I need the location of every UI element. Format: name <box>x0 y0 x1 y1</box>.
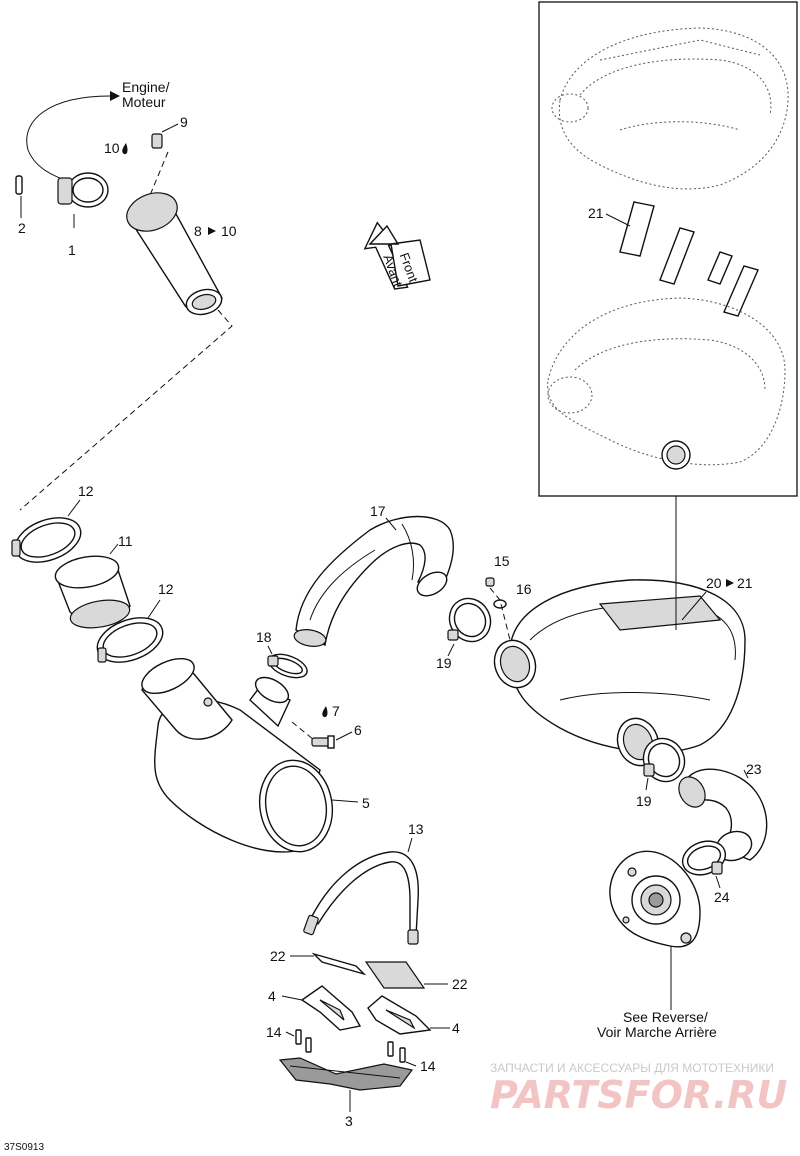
retaining-strap <box>303 851 419 945</box>
inset-box: 21 <box>538 1 798 497</box>
callout-14-left: 14 <box>266 1024 282 1040</box>
callout-4-right: 4 <box>452 1020 460 1036</box>
watermark-tagline: ЗАПЧАСТИ И АКСЕССУАРЫ ДЛЯ МОТОТЕХНИКИ <box>490 1061 774 1075</box>
watermark-brand: PARTSFOR.RU <box>490 1073 788 1117</box>
support-bracket-left <box>300 985 362 1031</box>
callout-4-left: 4 <box>268 988 276 1004</box>
drain-plug <box>311 735 335 749</box>
callout-16: 16 <box>516 581 532 597</box>
callout-18: 18 <box>256 629 272 645</box>
callout-1: 1 <box>68 242 76 258</box>
sensor <box>151 133 163 149</box>
screws-right <box>387 1041 406 1063</box>
callout-14-right: 14 <box>420 1058 436 1074</box>
washer <box>493 599 507 609</box>
muffler <box>141 657 334 853</box>
exhaust-outlet-flange <box>609 850 701 948</box>
callout-19-lower: 19 <box>636 793 652 809</box>
loctite-drop-icon <box>122 143 128 155</box>
callout-8: 8 <box>194 223 202 239</box>
support-bracket-right <box>367 995 432 1035</box>
exhaust-clamp-lower <box>96 617 164 663</box>
callout-11: 11 <box>118 533 133 549</box>
reference-arrow-icon <box>208 227 216 235</box>
base-plate <box>278 1057 414 1091</box>
callout-13: 13 <box>408 821 424 837</box>
callout-5: 5 <box>362 795 370 811</box>
callout-22-right: 22 <box>452 976 468 992</box>
resonator-muffler <box>493 579 746 767</box>
callout-7: 7 <box>332 703 340 719</box>
hose-clamp <box>267 653 308 679</box>
screws-left <box>295 1029 312 1053</box>
outlet-clamp <box>681 840 727 876</box>
inset-muffler-top <box>551 27 789 190</box>
rubber-pad-left <box>311 952 367 976</box>
callout-21: 21 <box>588 205 604 221</box>
callout-12-upper: 12 <box>78 483 94 499</box>
engine-label-line2: Moteur <box>122 94 166 110</box>
callout-15: 15 <box>494 553 510 569</box>
v-band-clamp <box>57 172 109 228</box>
see-reverse-line1: See Reverse/ <box>623 1009 708 1025</box>
loctite-drop-icon <box>322 706 328 718</box>
rubber-pad-right <box>364 961 426 989</box>
engine-direction-arrow <box>26 91 120 181</box>
engine-label-line1: Engine/ <box>122 79 170 95</box>
callout-20: 20 <box>706 575 722 591</box>
callout-10: 10 <box>104 140 120 156</box>
bolt <box>15 175 23 195</box>
callout-20-ref: 21 <box>737 575 753 591</box>
callout-2: 2 <box>18 220 26 236</box>
exhaust-clamp-upper <box>11 517 82 563</box>
callout-23: 23 <box>746 761 762 777</box>
callout-9: 9 <box>180 114 188 130</box>
see-reverse-line2: Voir Marche Arrière <box>597 1024 717 1040</box>
callout-24: 24 <box>714 889 730 905</box>
hose-clamp-upper <box>447 597 492 643</box>
callout-6: 6 <box>354 722 362 738</box>
hose-clamp-lower <box>642 737 686 783</box>
exhaust-hose <box>293 515 454 647</box>
rubber-sleeve <box>54 555 131 629</box>
drawing-code: 37S0913 <box>4 1142 44 1153</box>
callout-12-lower: 12 <box>158 581 174 597</box>
callout-17: 17 <box>370 503 386 519</box>
callout-3: 3 <box>345 1113 353 1129</box>
callout-19-upper: 19 <box>436 655 452 671</box>
insulation-strips <box>619 201 759 317</box>
reference-arrow-icon <box>726 579 734 587</box>
fastener-screw <box>485 577 495 587</box>
front-direction-arrow <box>363 221 431 290</box>
callout-22-left: 22 <box>270 948 286 964</box>
inset-muffler-bottom <box>547 297 786 470</box>
exhaust-manifold-pipe <box>126 192 223 316</box>
callout-8-ref: 10 <box>221 223 237 239</box>
